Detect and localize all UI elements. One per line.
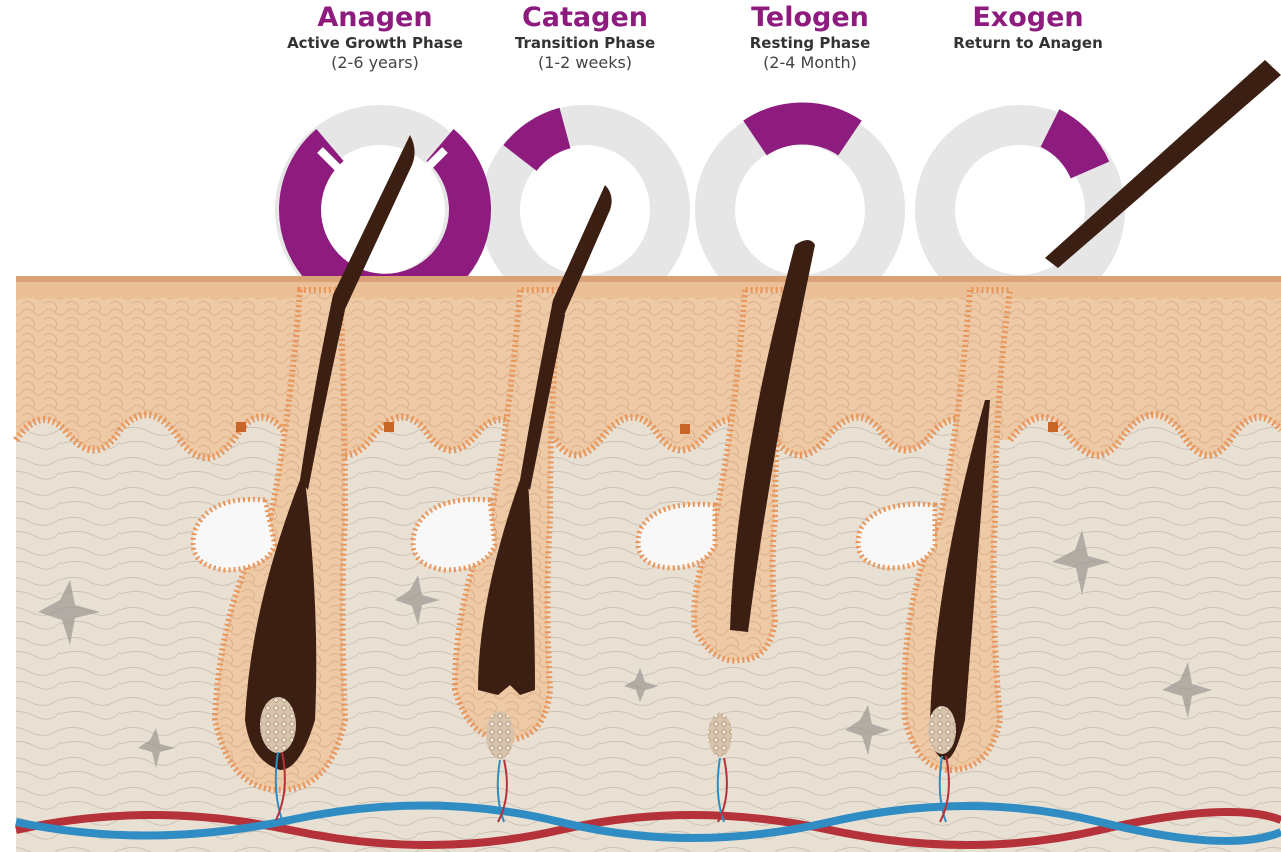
telogen-active-arc	[755, 123, 850, 138]
dermal-papilla	[260, 697, 296, 753]
cycle-rings	[295, 123, 1105, 295]
exogen-active-arc	[1050, 128, 1090, 170]
catagen-active-arc	[520, 128, 565, 158]
dermis	[290, 415, 1281, 852]
